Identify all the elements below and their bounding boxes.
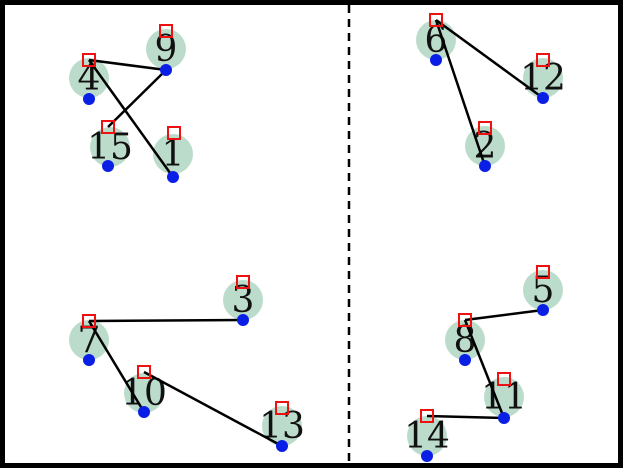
- node-12-circle: [523, 58, 563, 98]
- link-4-9: [88, 58, 167, 72]
- node-11-circle: [484, 377, 524, 417]
- node-10-dot: [138, 406, 150, 418]
- node-8-dot: [459, 354, 471, 366]
- link-15-9: [107, 69, 167, 128]
- node-14-square: [420, 409, 434, 423]
- node-12-square: [536, 53, 550, 67]
- link-4-1: [87, 59, 175, 178]
- node-3-circle: [223, 280, 263, 320]
- node-6-dot: [430, 54, 442, 66]
- node-13-circle: [262, 406, 302, 446]
- node-5-dot: [537, 304, 549, 316]
- node-9-square: [159, 24, 173, 38]
- link-6-2: [434, 19, 487, 167]
- link-10-13: [143, 370, 283, 448]
- node-9-dot: [160, 64, 172, 76]
- node-10-square: [137, 365, 151, 379]
- link-8-5: [464, 308, 544, 322]
- node-5-circle: [523, 270, 563, 310]
- node-4-circle: [69, 58, 109, 98]
- link-7-10: [87, 320, 146, 413]
- node-8-circle: [445, 320, 485, 360]
- node-9-circle: [146, 29, 186, 69]
- circles-layer: [69, 20, 563, 456]
- node-7-square: [82, 314, 96, 328]
- node-1-label: 1: [162, 134, 185, 175]
- node-11-label: 11: [481, 377, 527, 418]
- node-5-square: [536, 265, 550, 279]
- node-10-circle: [124, 373, 164, 413]
- link-8-11: [463, 319, 506, 419]
- node-14-dot: [421, 450, 433, 462]
- node-3-square: [236, 275, 250, 289]
- node-2-dot: [479, 160, 491, 172]
- node-7-dot: [83, 354, 95, 366]
- node-15-circle: [90, 127, 130, 167]
- link-6-12: [435, 18, 544, 100]
- node-5-label: 5: [532, 270, 555, 311]
- node-3-dot: [237, 314, 249, 326]
- node-2-square: [478, 121, 492, 135]
- node-8-square: [458, 313, 472, 327]
- node-4-square: [82, 53, 96, 67]
- node-14-circle: [407, 416, 447, 456]
- node-3-label: 3: [232, 280, 255, 321]
- node-1-dot: [167, 171, 179, 183]
- links-layer: [87, 18, 544, 448]
- node-4-dot: [83, 93, 95, 105]
- node-7-circle: [69, 320, 109, 360]
- node-11-square: [497, 372, 511, 386]
- node-15-dot: [102, 160, 114, 172]
- node-4-label: 4: [78, 58, 101, 99]
- node-11-dot: [498, 412, 510, 424]
- node-12-dot: [537, 92, 549, 104]
- node-6-label: 6: [425, 20, 448, 61]
- squares-layer: [82, 13, 550, 423]
- node-1-square: [167, 126, 181, 140]
- dots-layer: [83, 54, 549, 462]
- node-13-dot: [276, 440, 288, 452]
- node-2-label: 2: [474, 126, 497, 167]
- node-13-square: [275, 401, 289, 415]
- node-15-square: [101, 120, 115, 134]
- node-9-label: 9: [155, 29, 178, 70]
- node-6-square: [429, 13, 443, 27]
- link-14-11: [426, 414, 505, 420]
- link-7-3: [88, 318, 244, 323]
- node-8-label: 8: [454, 320, 477, 361]
